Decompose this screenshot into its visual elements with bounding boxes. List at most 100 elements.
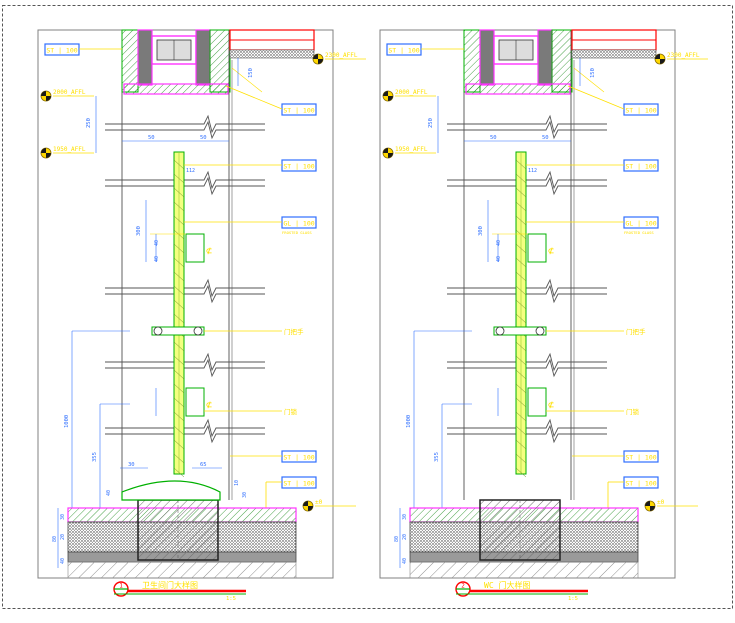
door-leaf-hatch (173, 215, 185, 226)
door-leaf-hatch (515, 173, 527, 184)
door-leaf-hatch (515, 285, 527, 296)
break-line (105, 358, 265, 378)
level-marker-quadrant (303, 501, 308, 506)
head-profile-left (479, 29, 495, 86)
dim-text: 80 (394, 536, 400, 542)
dim-text: 355 (92, 452, 98, 462)
break-line (105, 418, 265, 438)
break-line (447, 358, 607, 378)
tag-box (44, 43, 80, 56)
dim-text: 10 (234, 480, 240, 486)
break-line (105, 114, 265, 134)
level-marker-quadrant (383, 148, 388, 153)
head-jamb-right (209, 29, 231, 93)
level-2300: 2300_AFFL (312, 52, 366, 65)
level-label: 1950_AFFL (395, 146, 428, 153)
door-leaf-hatch (173, 201, 185, 212)
tag-label: ST | 100 (625, 107, 656, 115)
level-marker-quadrant (318, 59, 323, 64)
head-profile-right (537, 29, 553, 86)
door-leaf-hatch (173, 397, 185, 408)
level-marker-quadrant (46, 96, 51, 101)
tag-box (623, 159, 659, 172)
door-leaf-hatch (173, 355, 185, 366)
level-marker-quadrant (388, 153, 393, 158)
level-label: 2300_AFFL (325, 52, 358, 59)
level-floor: ±0 (644, 499, 698, 512)
lock-note: 门锁 (626, 407, 640, 416)
dim-text: 30 (60, 514, 66, 520)
dim-text: 1000 (64, 415, 70, 428)
level-marker-quadrant (655, 54, 660, 59)
dim-text: 40 (154, 240, 160, 246)
door-leaf-hatch (173, 369, 185, 380)
lock-note: 门锁 (284, 407, 298, 416)
break-mark (447, 352, 607, 378)
door-leaf-hatch (173, 187, 185, 198)
level-1950: 1950_AFFL (40, 146, 94, 159)
dim-text: 80 (52, 536, 58, 542)
dim-text: 40 (402, 558, 408, 564)
break-mark (105, 114, 265, 140)
door-leaf-hatch (515, 229, 527, 240)
material-tag-st3: ST | 100 (281, 159, 317, 172)
dim-text: 30 (128, 462, 135, 468)
floor-structure (67, 561, 297, 579)
door-leaf-hatch (173, 285, 185, 296)
tag-label: ST | 100 (283, 107, 314, 115)
dim-text: 20 (60, 534, 66, 540)
dim-text: 40 (154, 256, 160, 262)
level-label: ±0 (657, 499, 665, 506)
head-jamb-left (121, 29, 139, 93)
hinge-plate (185, 233, 205, 263)
level-2300: 2300_AFFL (654, 52, 708, 65)
level-label: 2000_AFFL (53, 89, 86, 96)
break-line (105, 424, 265, 444)
tag-box (623, 476, 659, 489)
dim-text: 20 (402, 534, 408, 540)
level-marker-quadrant (660, 59, 665, 64)
dim-text: 30 (402, 514, 408, 520)
tag-box (281, 216, 317, 229)
lock-plate (185, 387, 205, 417)
break-line (105, 284, 265, 304)
dim-text: 250 (86, 118, 92, 128)
break-line (447, 170, 607, 190)
break-line (105, 176, 265, 196)
door-leaf-hatch (515, 369, 527, 380)
dim-text: 65 (200, 462, 207, 468)
dim-text: 50 (200, 135, 207, 141)
break-mark (447, 170, 607, 196)
door-leaf-hatch (515, 243, 527, 254)
door-leaf-hatch (515, 215, 527, 226)
lock-icon: ⊄ (206, 400, 212, 411)
level-marker-quadrant (645, 501, 650, 506)
door-leaf-hatch (515, 187, 527, 198)
material-tag-st5: ST | 100 (623, 450, 659, 463)
break-line (447, 278, 607, 298)
head-bottom (465, 83, 571, 95)
level-marker-quadrant (650, 506, 655, 511)
dim-text: 300 (478, 226, 484, 236)
dim-text: 30 (242, 492, 248, 498)
section-number: 2 (461, 583, 465, 590)
door-leaf-hatch (515, 341, 527, 352)
material-tag-st2: ST | 100 (623, 103, 659, 116)
break-line (447, 424, 607, 444)
lock-icon: ⊄ (548, 400, 554, 411)
door-leaf-hatch (173, 159, 185, 170)
door-leaf-hatch (173, 173, 185, 184)
level-label: 2000_AFFL (395, 89, 428, 96)
glass-note: FROSTED GLASS (282, 230, 312, 235)
head-profile-left (137, 29, 153, 86)
break-line (447, 284, 607, 304)
door-leaf-hatch (173, 341, 185, 352)
door-leaf-hatch (173, 411, 185, 422)
leader (231, 67, 263, 93)
tag-label: ST | 100 (46, 47, 77, 55)
detail-scale: 1:5 (226, 596, 236, 602)
detail-title: WC 门大样图 (484, 580, 530, 590)
tag-box (386, 43, 422, 56)
break-mark (105, 278, 265, 304)
level-1950: 1950_AFFL (382, 146, 436, 159)
